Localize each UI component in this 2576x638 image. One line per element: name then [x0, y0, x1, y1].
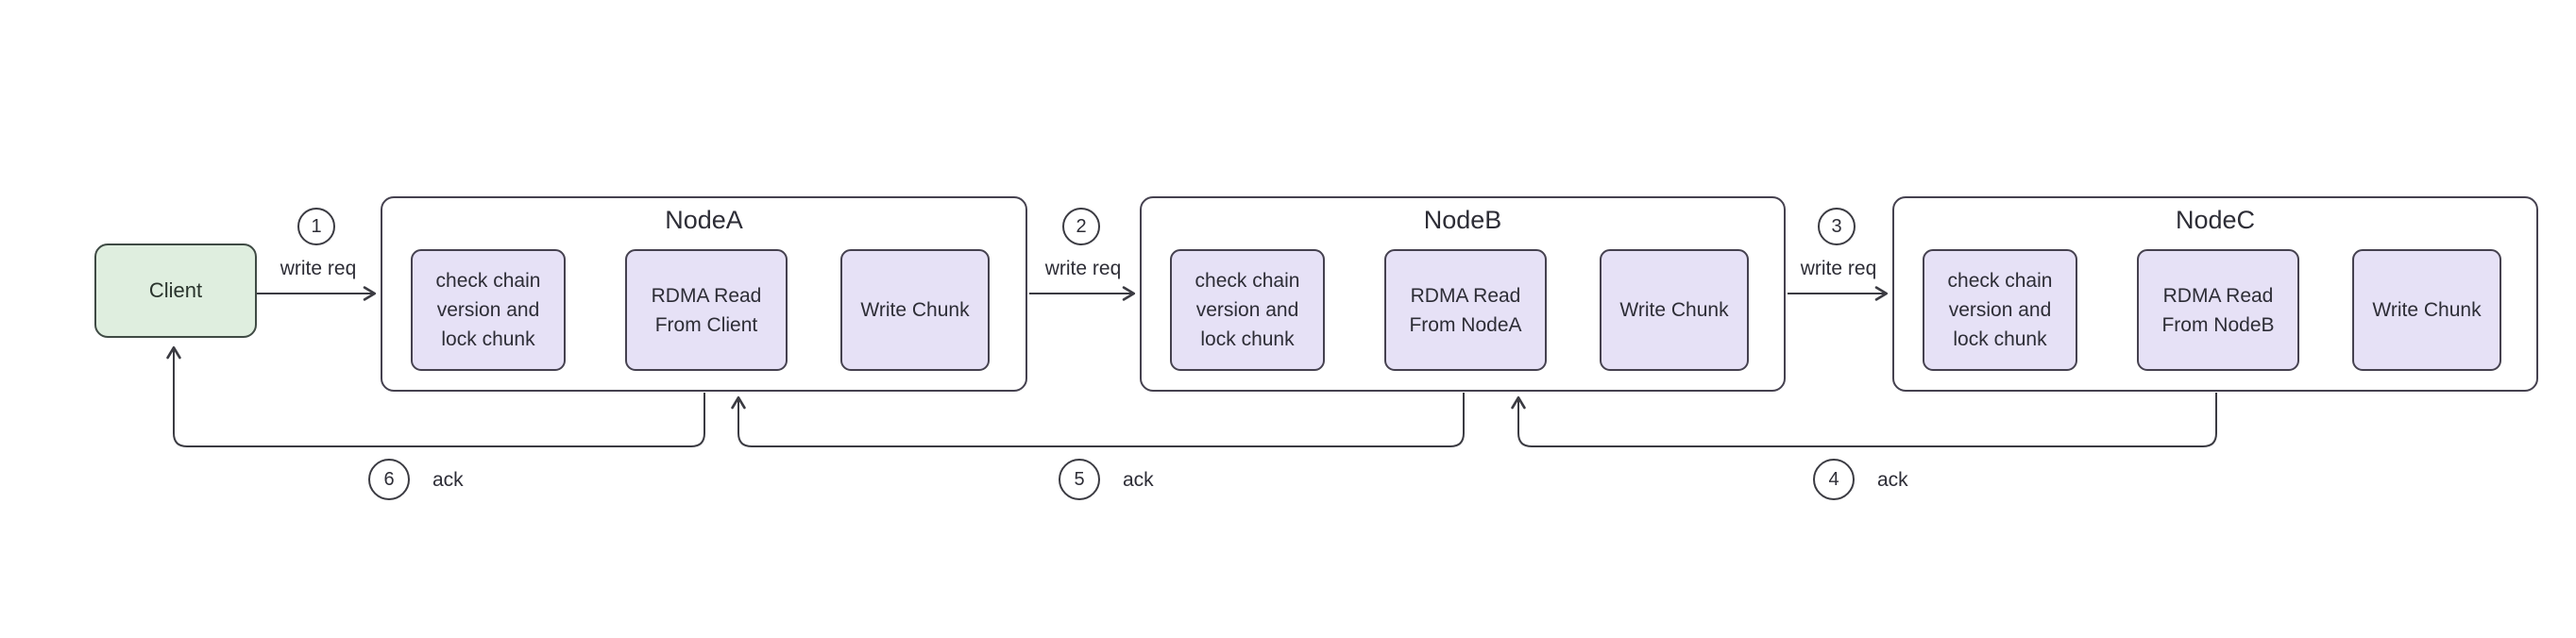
nodec-write-chunk-box: Write Chunk: [2352, 249, 2501, 371]
nodec-rdma-read-box: RDMA Read From NodeB: [2137, 249, 2299, 371]
ack-label-4: ack: [1877, 469, 1908, 491]
nodeb-container: NodeB check chain version and lock chunk…: [1140, 196, 1786, 392]
write-req-label-3: write req: [1800, 258, 1877, 279]
step-1-circle: 1: [297, 208, 335, 245]
client-node: Client: [94, 243, 257, 338]
step-6-circle: 6: [368, 459, 410, 500]
client-label: Client: [148, 278, 203, 302]
ack-path-nodea-to-client: [166, 345, 705, 447]
nodeb-title: NodeB: [1423, 206, 1502, 234]
nodec-title: NodeC: [2175, 206, 2256, 234]
step-5-circle: 5: [1059, 459, 1100, 500]
write-req-label-1: write req: [280, 258, 357, 279]
nodea-check-chain-box: check chain version and lock chunk: [411, 249, 566, 371]
nodea-rdma-read-box: RDMA Read From Client: [625, 249, 788, 371]
step-3-circle: 3: [1818, 208, 1856, 245]
ack-label-5: ack: [1123, 469, 1154, 491]
nodea-title: NodeA: [665, 206, 743, 234]
nodea-write-chunk-box: Write Chunk: [840, 249, 990, 371]
write-req-label-2: write req: [1044, 258, 1122, 279]
nodec-check-chain-box: check chain version and lock chunk: [1923, 249, 2077, 371]
ack-label-6: ack: [432, 469, 464, 491]
ack-path-nodec-to-nodeb: [1511, 393, 2217, 447]
ack-path-nodeb-to-nodea: [731, 393, 1465, 447]
nodeb-write-chunk-box: Write Chunk: [1600, 249, 1749, 371]
step-4-circle: 4: [1813, 459, 1855, 500]
nodeb-rdma-read-box: RDMA Read From NodeA: [1384, 249, 1547, 371]
nodec-container: NodeC check chain version and lock chunk…: [1892, 196, 2538, 392]
step-2-circle: 2: [1062, 208, 1100, 245]
nodeb-check-chain-box: check chain version and lock chunk: [1170, 249, 1325, 371]
nodea-container: NodeA check chain version and lock chunk…: [381, 196, 1027, 392]
